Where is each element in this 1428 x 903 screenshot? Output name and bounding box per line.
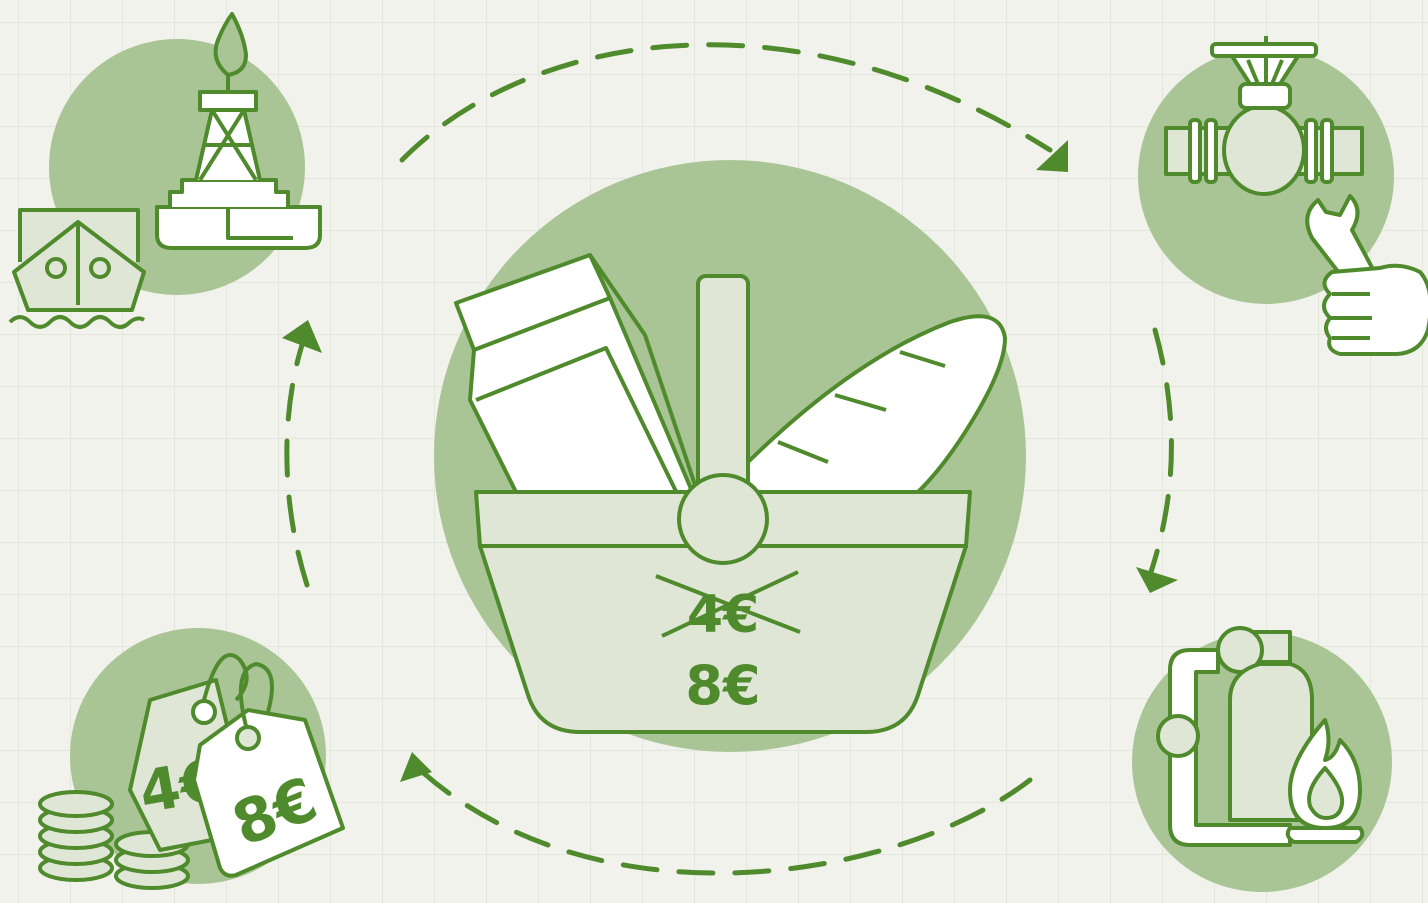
basket-hinge xyxy=(679,475,767,563)
gas-cylinder-icon xyxy=(1158,628,1312,845)
basket-new-price: 8€ xyxy=(685,654,760,717)
price-tag-icon xyxy=(193,701,215,723)
price-tag-icon xyxy=(237,727,259,749)
basket-handle xyxy=(698,276,748,501)
cargo-ship-icon xyxy=(10,210,144,327)
shopping-basket-illustration: 4€ 8€ xyxy=(434,160,1026,752)
